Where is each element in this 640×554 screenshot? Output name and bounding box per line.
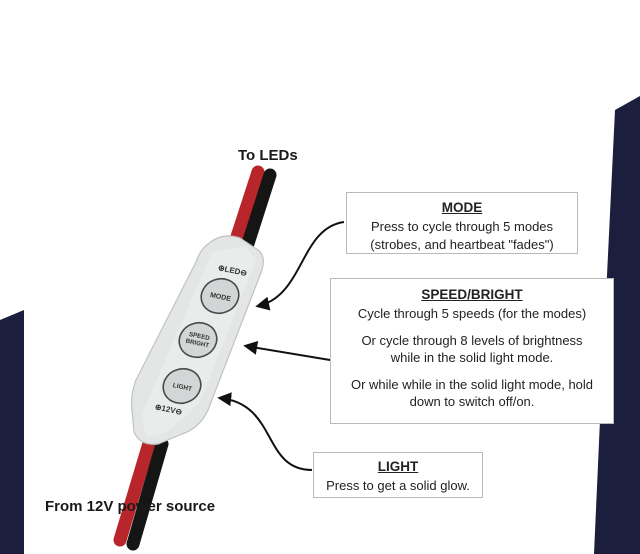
- speed-callout-line-1: Cycle through 5 speeds (for the modes): [357, 306, 587, 322]
- light-button-face: [162, 367, 202, 405]
- mode-callout-line-2: (strobes, and heartbeat "fades"): [370, 236, 554, 252]
- speed-button-face: [178, 321, 218, 359]
- mode-button-label: MODE: [209, 292, 231, 303]
- speed-button-label-1: SPEED: [188, 331, 210, 342]
- speed-arrow: [243, 340, 331, 361]
- mode-button-face: [200, 277, 240, 315]
- speed-callout-line-2: Or cycle through 8 levels of brightness: [361, 332, 583, 348]
- speed-bright-button[interactable]: [174, 318, 221, 363]
- from-power-label: From 12V power source: [45, 498, 216, 515]
- navy-left-shape: [0, 310, 24, 554]
- bottom-wire-black: [126, 437, 169, 551]
- speed-callout-line-3: while in the solid light mode.: [390, 350, 554, 366]
- mode-arrow: [255, 221, 345, 311]
- bottom-wire-red: [113, 433, 157, 547]
- mode-callout: MODE Press to cycle through 5 modes (str…: [346, 192, 578, 254]
- mode-button[interactable]: [196, 274, 243, 319]
- speed-button-label-2: BRIGHT: [185, 338, 210, 350]
- bottom-cable: [113, 433, 169, 551]
- mode-callout-line-1: Press to cycle through 5 modes: [370, 219, 554, 235]
- light-button-label: LIGHT: [172, 382, 193, 393]
- mode-callout-title: MODE: [441, 200, 483, 215]
- speed-callout-line-5: down to switch off/on.: [409, 394, 535, 410]
- navy-right-shape: [594, 96, 640, 554]
- speed-bright-callout: SPEED/BRIGHT Cycle through 5 speeds (for…: [330, 278, 614, 424]
- to-leds-label: To LEDs: [238, 147, 298, 164]
- speed-callout-title: SPEED/BRIGHT: [421, 287, 523, 302]
- light-button[interactable]: [158, 364, 205, 409]
- top-wire-black: [237, 168, 277, 263]
- speed-callout-line-4: Or while while in the solid light mode, …: [350, 376, 594, 392]
- light-callout-line-1: Press to get a solid glow.: [326, 478, 470, 494]
- light-callout: LIGHT Press to get a solid glow.: [313, 452, 483, 498]
- light-callout-title: LIGHT: [377, 459, 419, 474]
- light-arrow: [217, 392, 313, 471]
